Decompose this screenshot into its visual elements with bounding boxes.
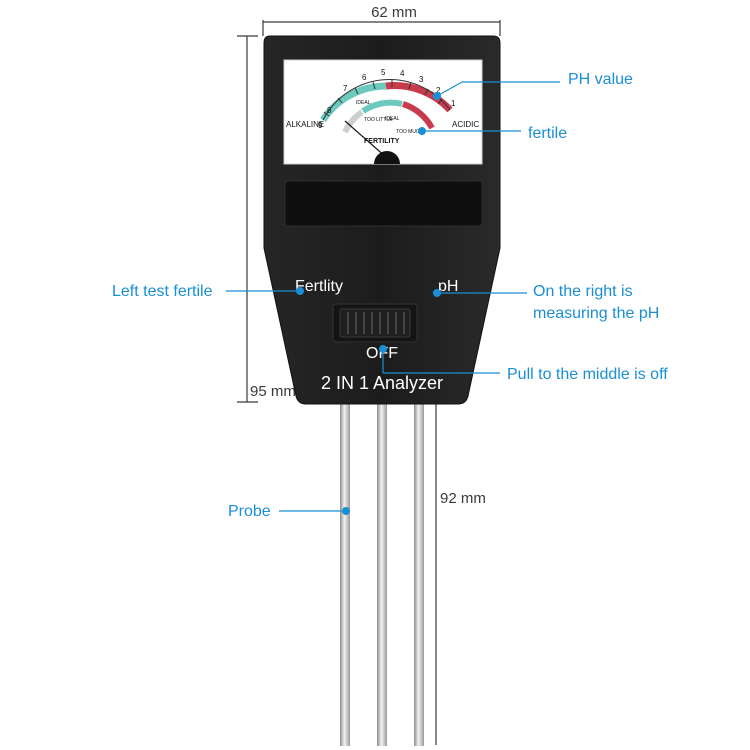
probe-dimension: 92 mm xyxy=(435,404,486,745)
dial-face xyxy=(283,59,483,165)
fertile-callout: fertile xyxy=(528,125,567,142)
mode-switch[interactable] xyxy=(332,303,418,343)
ph-value-callout: PH value xyxy=(568,71,633,88)
ph-num-3: 3 xyxy=(419,75,424,84)
probe-left xyxy=(340,400,350,746)
ph-num-5: 5 xyxy=(381,68,386,77)
right-ph-callout-line1: On the right is xyxy=(533,283,633,300)
ph-num-8: 8 xyxy=(327,106,332,115)
ph-num-2: 2 xyxy=(436,86,441,95)
ideal-ph-label: IDEAL xyxy=(356,100,371,106)
ph-num-6: 6 xyxy=(362,73,367,82)
height-dimension: 95 mm xyxy=(237,35,296,403)
needle-pivot xyxy=(374,151,400,164)
callout-off: Pull to the middle is off xyxy=(379,345,668,383)
meter-needle xyxy=(344,120,388,159)
model-name: 2 IN 1 Analyzer xyxy=(321,373,443,393)
height-label: 95 mm xyxy=(250,383,296,400)
probe-right xyxy=(414,400,424,746)
ph-arc-acidic xyxy=(385,82,453,113)
callout-right-ph: On the right is measuring the pH xyxy=(433,283,659,322)
off-callout: Pull to the middle is off xyxy=(507,366,668,383)
ph-num-4: 4 xyxy=(400,69,405,78)
probes xyxy=(340,400,424,746)
fert-arc-little xyxy=(342,109,364,134)
ph-switch-label: pH xyxy=(438,278,458,295)
fert-arc-ideal xyxy=(361,99,403,114)
width-label: 62 mm xyxy=(371,4,417,21)
too-little-label: TOO LITTLE xyxy=(364,117,393,123)
off-switch-label: OFF xyxy=(366,345,398,362)
meter-dial: 9 8 7 6 5 4 3 2 1 ALKALINE ACIDIC IDEAL … xyxy=(283,59,483,165)
callout-fertile: fertile xyxy=(418,125,567,142)
ph-arc-alkaline xyxy=(320,82,387,122)
ph-ticks xyxy=(323,80,443,117)
ph-num-7: 7 xyxy=(343,84,348,93)
width-dimension: 62 mm xyxy=(262,4,501,36)
probe-length-label: 92 mm xyxy=(440,490,486,507)
right-ph-callout-line2: measuring the pH xyxy=(533,305,659,322)
ph-num-9: 9 xyxy=(318,121,323,130)
fertility-switch-label: Fertlity xyxy=(295,278,343,295)
callout-ph-value: PH value xyxy=(433,71,633,100)
ph-num-1: 1 xyxy=(451,99,456,108)
ideal-fert-label: IDEAL xyxy=(385,116,400,122)
callout-left-test: Left test fertile xyxy=(112,283,304,300)
label-window xyxy=(284,180,483,227)
fert-arc-much xyxy=(401,101,435,130)
probe-callout: Probe xyxy=(228,503,271,520)
too-much-label: TOO MUCH xyxy=(396,129,424,135)
left-test-callout: Left test fertile xyxy=(112,283,213,300)
fertility-dial-label: FERTILITY xyxy=(364,138,400,145)
acidic-label: ACIDIC xyxy=(452,120,479,129)
callout-probe: Probe xyxy=(228,503,350,520)
alkaline-label: ALKALINE xyxy=(286,120,324,129)
probe-middle xyxy=(377,400,387,746)
